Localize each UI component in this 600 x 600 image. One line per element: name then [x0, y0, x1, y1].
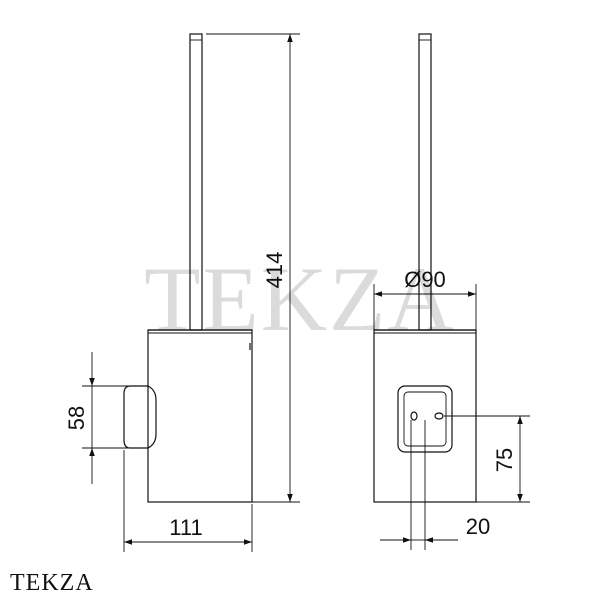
- mounting-hole-right: [434, 412, 444, 420]
- dimension-total-height: 414: [206, 33, 300, 503]
- mounting-hole-left: [410, 411, 418, 421]
- side-wall-bracket: [123, 385, 157, 449]
- watermark-text: TEKZA: [144, 248, 455, 350]
- dimension-diameter-label: Ø90: [404, 267, 446, 292]
- dimension-diameter: Ø90: [373, 267, 477, 330]
- dimension-mount-height-label: 75: [492, 448, 517, 472]
- side-view: [123, 33, 253, 503]
- dimension-total-height-label: 414: [262, 252, 287, 289]
- dimension-mount-height: 75: [444, 415, 530, 503]
- side-container-body: [147, 329, 253, 503]
- dimension-depth-label: 111: [169, 515, 202, 540]
- brand-label: TEKZA: [10, 570, 94, 596]
- dimension-mount-offset-label: 20: [466, 514, 490, 539]
- dimension-handle-height-label: 58: [64, 406, 89, 430]
- dimension-handle-height: 58: [64, 352, 128, 484]
- dimension-mount-offset: 20: [380, 420, 490, 550]
- dimension-depth: 111: [123, 450, 253, 552]
